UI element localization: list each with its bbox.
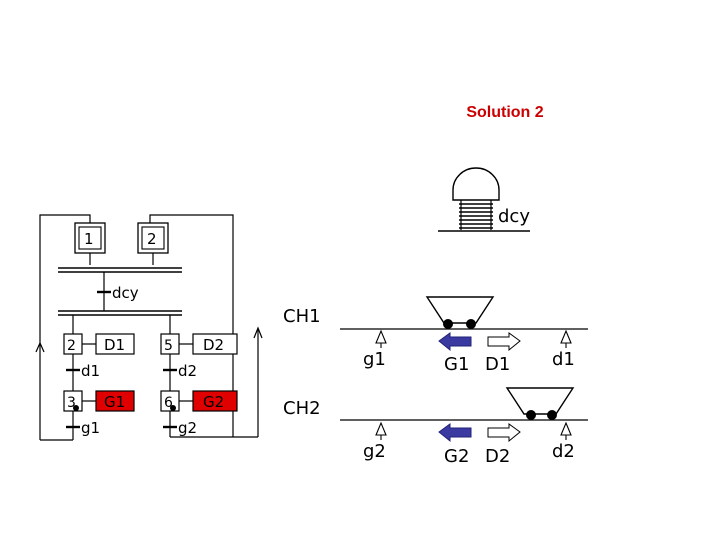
track1-action-d1-label: D1 — [485, 354, 510, 375]
loop-arrow-left — [35, 341, 73, 441]
track2-sensor-d2-icon — [560, 421, 572, 440]
initial-step-1: 1 — [74, 222, 106, 254]
cart2-icon — [505, 387, 575, 420]
right-branch: 5 D2 d2 6 G2 g2 — [160, 326, 263, 438]
step-2: 2 D1 — [63, 333, 135, 355]
action-d1-label: D1 — [104, 336, 125, 354]
transition-g2: g2 — [163, 419, 197, 437]
track1-sensor-d1-icon — [560, 329, 572, 348]
active-token-step-3 — [73, 405, 79, 411]
track2-label: CH2 — [283, 398, 321, 419]
step-6: 6 G2 — [160, 390, 238, 412]
sync-bars — [58, 267, 182, 316]
transition-dcy: dcy — [97, 284, 139, 302]
track1-label: CH1 — [283, 306, 321, 327]
step-3-number: 3 — [67, 395, 76, 411]
transition-g2-label: g2 — [178, 419, 197, 437]
track1-sensor-d1-label: d1 — [552, 349, 575, 370]
transition-d1-label: d1 — [81, 362, 100, 380]
initial-step-2: 2 — [137, 222, 169, 254]
sync-links — [72, 272, 171, 334]
track1-sensor-g1-label: g1 — [363, 349, 386, 370]
action-d2-label: D2 — [203, 336, 224, 354]
push-button-label: dcy — [498, 206, 530, 227]
transition-dcy-label: dcy — [112, 284, 139, 302]
loop-back-lines — [39, 214, 234, 440]
action-g1-label: G1 — [104, 393, 125, 411]
left-branch: 2 D1 d1 3 G1 g1 — [35, 333, 135, 441]
track2-sensor-d2-label: d2 — [552, 441, 575, 462]
track2-sensor-g2-label: g2 — [363, 441, 386, 462]
step-2-number: 2 — [67, 338, 76, 354]
push-button-dcy-icon — [438, 167, 530, 232]
page-title: Solution 2 — [466, 104, 544, 121]
track1-left-arrow-icon — [438, 332, 472, 352]
transition-d1: d1 — [66, 362, 100, 380]
initial-step-1-number: 1 — [84, 230, 94, 248]
active-token-step-6 — [170, 405, 176, 411]
action-g2-label: G2 — [203, 393, 224, 411]
track2-action-d2-label: D2 — [485, 446, 510, 467]
track1-right-arrow-icon — [487, 332, 521, 352]
transition-d2: d2 — [163, 362, 197, 380]
initial-step-2-number: 2 — [147, 230, 157, 248]
transition-g1-label: g1 — [81, 419, 100, 437]
track1-action-g1-label: G1 — [444, 354, 469, 375]
track1-sensor-g1-icon — [375, 329, 387, 348]
track2-action-g2-label: G2 — [444, 446, 469, 467]
transition-d2-label: d2 — [178, 362, 197, 380]
step-5: 5 D2 — [160, 333, 238, 355]
transition-g1: g1 — [66, 419, 100, 437]
step-6-number: 6 — [164, 395, 173, 411]
step-3: 3 G1 — [63, 390, 135, 412]
track2-left-arrow-icon — [438, 423, 472, 443]
track2-sensor-g2-icon — [375, 421, 387, 440]
track2-right-arrow-icon — [487, 423, 521, 443]
step-5-number: 5 — [164, 338, 173, 354]
loop-arrow-right — [170, 326, 263, 438]
cart1-icon — [425, 296, 495, 329]
